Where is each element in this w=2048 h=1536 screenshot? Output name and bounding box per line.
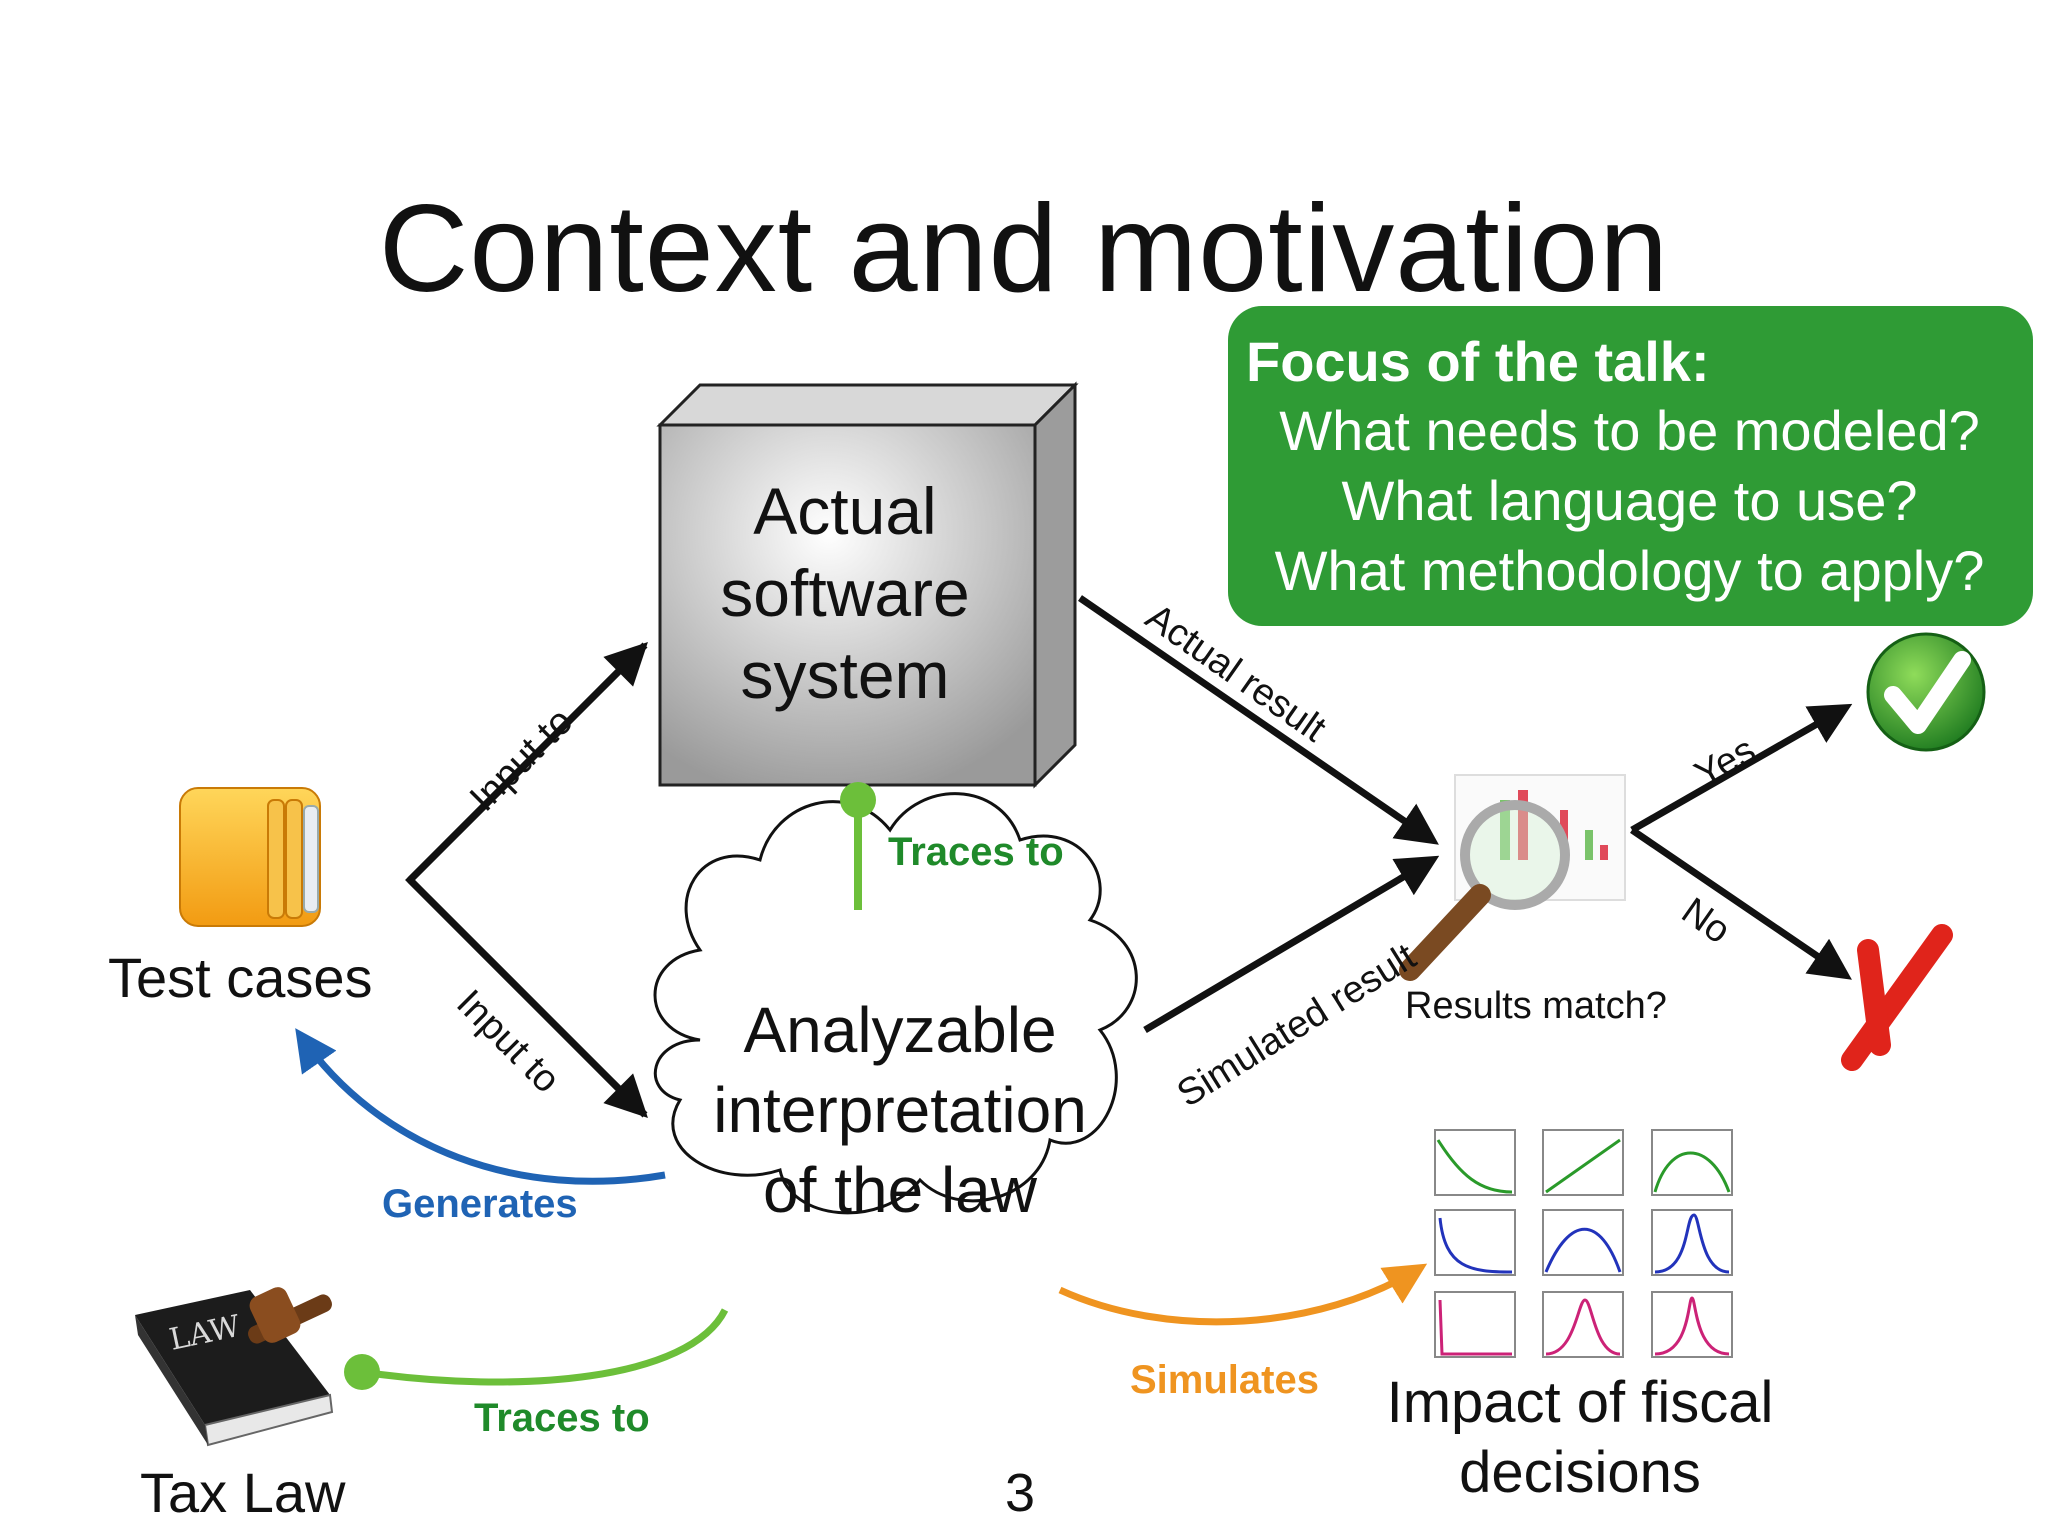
magnifier-chart-icon (1399, 774, 1626, 981)
generates-arrow (295, 1028, 666, 1185)
test-cases-label: Test cases (108, 946, 373, 1009)
interpretation-line: interpretation (713, 1074, 1087, 1146)
software-system-box (656, 381, 1079, 789)
generates-label: Generates (382, 1182, 578, 1226)
impact-line: decisions (1459, 1440, 1701, 1505)
focus-box: Focus of the talk: What needs to be mode… (1228, 306, 2033, 626)
results-match-label: Results match? (1405, 985, 1667, 1027)
tax-law-label: Tax Law (140, 1461, 346, 1524)
traces-to-top-label: Traces to (888, 830, 1064, 874)
simulates-arrow (1058, 1263, 1428, 1326)
traces-to-top-connector (840, 782, 876, 910)
interpretation-line: Analyzable (743, 994, 1057, 1066)
cross-icon (1841, 924, 1953, 1071)
page-title: Context and motivation (378, 180, 1670, 318)
interpretation-label: Analyzable interpretation of the law (680, 990, 1120, 1230)
impact-label: Impact of fiscal decisions (1360, 1368, 1800, 1508)
software-line: system (740, 638, 950, 712)
simulates-label: Simulates (1130, 1358, 1319, 1402)
software-system-label: Actual software system (660, 470, 1030, 716)
impact-line: Impact of fiscal (1386, 1370, 1774, 1435)
traces-to-bottom-label: Traces to (474, 1396, 650, 1440)
check-icon (1866, 632, 1986, 752)
interpretation-line: of the law (763, 1154, 1037, 1226)
focus-question: What needs to be modeled? (1279, 399, 1980, 462)
law-book-icon: LAW (135, 1287, 334, 1447)
focus-heading: Focus of the talk: (1246, 330, 1710, 393)
software-line: software (720, 556, 970, 630)
histogram-grid (1434, 1129, 1733, 1358)
traces-to-bottom-connector (344, 1308, 729, 1390)
folder-icon (179, 787, 321, 927)
page-number: 3 (1005, 1463, 1036, 1523)
focus-question: What methodology to apply? (1274, 539, 1985, 602)
software-line: Actual (753, 474, 937, 548)
flow-arrows (405, 595, 1853, 1118)
focus-question: What language to use? (1341, 469, 1918, 532)
interpretation-cloud (653, 792, 1138, 1215)
